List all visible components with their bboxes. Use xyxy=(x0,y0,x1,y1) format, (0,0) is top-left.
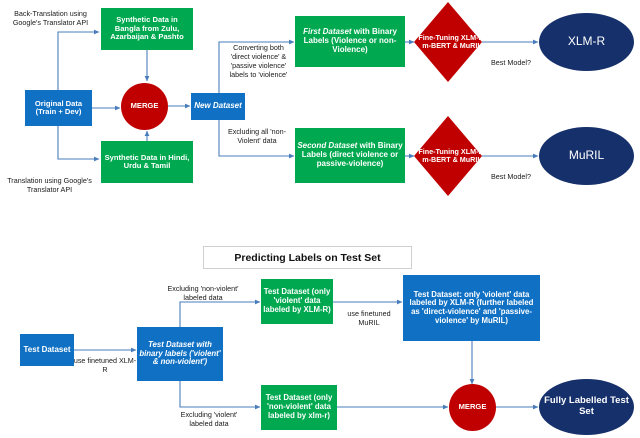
label-use-finetuned-muril: use finetuned MuRIL xyxy=(347,309,391,327)
node-first-dataset[interactable]: First Dataset with Binary Labels (Violen… xyxy=(295,16,405,67)
label-excluding-non-violent-labeled: Excluding 'non-violent' labeled data xyxy=(167,284,239,302)
node-test-violent-muril[interactable]: Test Dataset: only 'violent' data labele… xyxy=(403,275,540,341)
label-excluding-violent-labeled: Excluding 'violent' labeled data xyxy=(180,410,238,428)
section-title-predicting-labels: Predicting Labels on Test Set xyxy=(203,246,412,269)
node-first-dataset-label: with Binary Labels (Violence or non-Viol… xyxy=(303,27,397,54)
node-fully-labelled-test-set-label: Fully Labelled Test Set xyxy=(544,395,629,417)
node-test-dataset-label: Test Dataset xyxy=(23,344,71,354)
node-merge-top-label: MERGE xyxy=(130,101,159,111)
node-merge-bottom[interactable]: MERGE xyxy=(449,384,496,431)
node-test-nonviolent-xlmr-label: Test Dataset (only 'non-violent' data la… xyxy=(265,393,333,420)
label-excluding-non-violent: Excluding all 'non-Violent' data xyxy=(227,127,287,145)
node-test-violent-xlmr[interactable]: Test Dataset (only 'violent' data labele… xyxy=(261,279,333,324)
label-translation: Translation using Google's Translator AP… xyxy=(7,176,92,194)
diamond-shape-top xyxy=(414,2,482,82)
node-fine-tuning-top-label: Fine-Tuning XLM-R, m-BERT & MuRIL xyxy=(418,32,486,50)
node-test-dataset[interactable]: Test Dataset xyxy=(20,334,74,366)
node-xlmr-model[interactable]: XLM-R xyxy=(539,13,634,71)
node-fine-tuning-top[interactable]: Fine-Tuning XLM-R, m-BERT & MuRIL xyxy=(414,2,486,82)
node-second-dataset-label: with Binary Labels (direct violence or p… xyxy=(301,141,403,168)
node-muril-model-label: MuRIL xyxy=(568,148,605,163)
label-best-model-bottom: Best Model? xyxy=(491,171,531,181)
node-original-data[interactable]: Original Data (Train + Dev) xyxy=(25,90,92,126)
node-merge-bottom-label: MERGE xyxy=(458,402,487,412)
node-new-dataset[interactable]: New Dataset xyxy=(191,93,245,120)
node-test-nonviolent-xlmr[interactable]: Test Dataset (only 'non-violent' data la… xyxy=(261,385,337,430)
node-muril-model[interactable]: MuRIL xyxy=(539,127,634,185)
node-second-dataset-emphasis: Second Dataset xyxy=(297,141,358,151)
node-new-dataset-label: New Dataset xyxy=(194,101,242,111)
node-synthetic-hindi-label: Synthetic Data in Hindi, Urdu & Tamil xyxy=(104,152,190,170)
node-synthetic-hindi[interactable]: Synthetic Data in Hindi, Urdu & Tamil xyxy=(101,141,193,183)
label-best-model-top: Best Model? xyxy=(491,57,531,67)
node-synthetic-bangla-label: Synthetic Data in Bangla from Zulu, Azar… xyxy=(110,15,184,42)
node-test-binary-labels[interactable]: Test Dataset with binary labels ('violen… xyxy=(137,327,223,381)
label-use-finetuned-xlmr: use finetuned XLM-R xyxy=(73,356,137,374)
node-test-violent-xlmr-label: Test Dataset (only 'violent' data labele… xyxy=(263,287,331,314)
label-converting-labels: Converting both 'direct violence' & 'pas… xyxy=(229,43,288,79)
node-xlmr-model-label: XLM-R xyxy=(567,34,606,49)
node-fine-tuning-bottom[interactable]: Fine-Tuning XLM-R, m-BERT & MuRIL xyxy=(414,116,486,196)
label-back-translation: Back-Translation using Google's Translat… xyxy=(12,9,89,27)
node-test-violent-muril-label: Test Dataset: only 'violent' data labele… xyxy=(409,289,534,325)
node-synthetic-bangla[interactable]: Synthetic Data in Bangla from Zulu, Azar… xyxy=(101,8,193,50)
node-fine-tuning-bottom-label: Fine-Tuning XLM-R, m-BERT & MuRIL xyxy=(418,146,486,164)
node-merge-top[interactable]: MERGE xyxy=(121,83,168,130)
node-original-data-label: Original Data (Train + Dev) xyxy=(34,98,83,116)
node-fully-labelled-test-set[interactable]: Fully Labelled Test Set xyxy=(539,379,634,435)
diamond-shape-bottom xyxy=(414,116,482,196)
node-second-dataset[interactable]: Second Dataset with Binary Labels (direc… xyxy=(295,128,405,183)
node-test-binary-labels-label: Test Dataset with binary labels ('violen… xyxy=(139,339,221,367)
node-first-dataset-emphasis: First Dataset xyxy=(303,27,352,37)
